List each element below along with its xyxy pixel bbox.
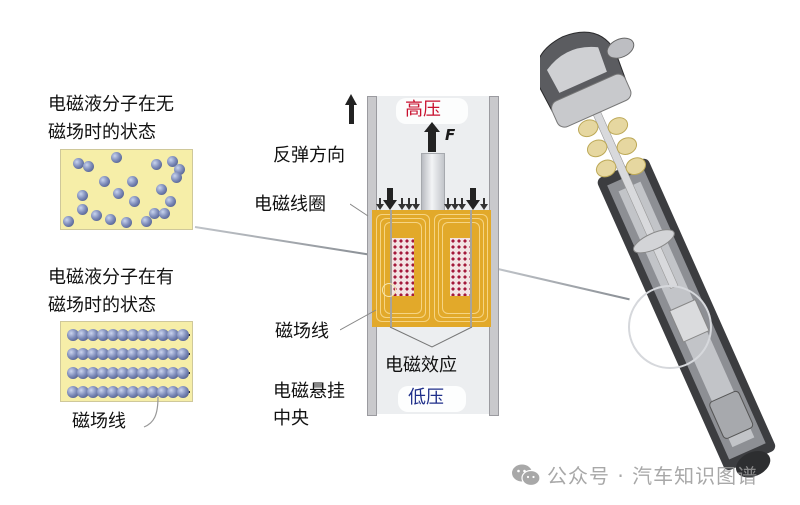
with-field-title-line2: 磁场时的状态 [48,295,156,316]
watermark-text: 公众号 · 汽车知识图谱 [547,464,759,488]
field-line-leader-center [340,309,377,331]
magnifier-circle [628,285,712,369]
flow-arrow-icon [405,198,413,210]
no-field-fluid-panel [60,149,193,230]
coil-label: 电磁线圈 [254,194,326,215]
electromagnetic-coil-block [372,210,491,327]
flow-arrow-icon [451,198,459,210]
piston-rod [421,153,445,212]
no-field-title-line2: 磁场时的状态 [48,122,156,143]
coil-winding-right [450,238,472,296]
center-label-line2: 中央 [273,408,309,429]
coil-label-leader [350,203,369,217]
with-field-title-line1: 电磁液分子在有 [48,267,174,288]
em-effect-label: 电磁效应 [385,355,457,376]
flow-arrow-icon [458,198,466,210]
field-line-label-left: 磁场线 [72,411,126,432]
force-label: F [445,126,456,144]
flow-arrow-icon [466,188,480,210]
flow-arrow-icon [412,198,420,210]
watermark: 公众号 · 汽车知识图谱 [511,460,758,489]
aligned-particle-chain [67,386,190,398]
field-line-marker [382,283,396,297]
center-label-line1: 电磁悬挂 [273,381,345,402]
rebound-arrow-head-icon [345,94,357,105]
field-line-leader-left [143,396,159,428]
force-arrow-icon [428,130,436,152]
low-pressure-label: 低压 [408,387,444,408]
aligned-particle-chain [67,367,190,379]
em-effect-pointer [389,326,473,348]
flow-arrow-icon [444,198,452,210]
aligned-particle-chain [67,348,190,360]
high-pressure-label: 高压 [405,99,441,120]
rebound-arrow-icon [349,104,354,124]
flow-arrow-icon [376,198,384,210]
connector-line [194,226,373,257]
rebound-direction-label: 反弹方向 [273,145,345,166]
with-field-fluid-panel [60,321,193,402]
flow-arrow-icon [383,188,397,210]
coil-winding-left [392,238,414,296]
shock-absorber-illustration [540,10,776,490]
aligned-particle-chain [67,329,190,341]
force-arrow-head-icon [424,122,440,132]
no-field-title-line1: 电磁液分子在无 [48,94,174,115]
field-line-label-center: 磁场线 [275,321,329,342]
flow-arrow-icon [398,198,406,210]
wechat-icon [512,464,541,486]
flow-arrow-icon [480,198,488,210]
